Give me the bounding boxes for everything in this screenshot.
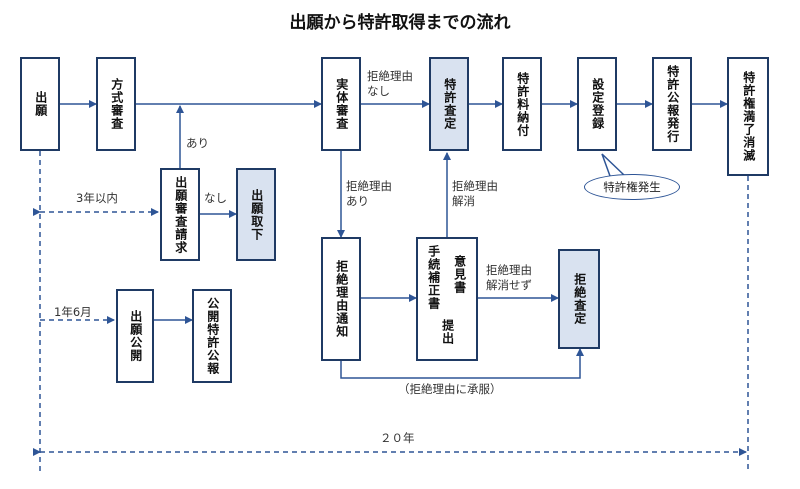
- box-refusal-notice: 拒絶理由通知: [321, 237, 361, 361]
- label-reason-exists-2: あり: [346, 194, 369, 208]
- patent-right-bubble: 特許権発生: [584, 174, 680, 200]
- box-gazette: 特許公報発行: [652, 57, 692, 151]
- label-resolved-2: 解消: [452, 194, 475, 208]
- box-amendment-opinion: 手続補正書 意見書 提出: [416, 237, 478, 361]
- label-appeal-note: （拒絶理由に承服）: [398, 382, 502, 396]
- box-registration: 設定登録: [577, 57, 617, 151]
- box-refusal-decision-label: 拒絶査定: [572, 273, 587, 325]
- label-reason-exists-1: 拒絶理由: [346, 179, 392, 193]
- box-substantive-exam-label: 実体審査: [334, 78, 349, 130]
- box-expiry: 特許権満了消滅: [727, 57, 769, 176]
- label-resolved-1: 拒絶理由: [452, 179, 498, 193]
- label-nashi: なし: [204, 191, 227, 205]
- box-publication: 出願公開: [116, 289, 154, 383]
- box-fee-payment: 特許料納付: [502, 57, 542, 151]
- box-withdrawn-label: 出願取下: [249, 188, 264, 241]
- label-ari: あり: [186, 136, 209, 150]
- box-pub-gazette-label: 公開特許公報: [205, 297, 220, 375]
- box-gazette-label: 特許公報発行: [665, 65, 680, 143]
- label-three-years: 3年以内: [76, 191, 118, 205]
- box-refusal-notice-label: 拒絶理由通知: [334, 260, 349, 338]
- box-application: 出願: [20, 57, 60, 151]
- patent-right-label: 特許権発生: [603, 180, 661, 194]
- label-eighteen-months: 1年6月: [54, 305, 92, 319]
- opinion-label: 意見書: [452, 255, 467, 294]
- bubble-tail: [601, 153, 625, 177]
- box-expiry-label: 特許権満了消滅: [741, 71, 756, 162]
- box-publication-label: 出願公開: [128, 310, 143, 362]
- box-registration-label: 設定登録: [590, 78, 605, 130]
- diagram-title: 出願から特許取得までの流れ: [289, 13, 511, 33]
- box-fee-payment-label: 特許料納付: [515, 71, 530, 137]
- box-substantive-exam: 実体審査: [321, 57, 361, 151]
- arrow-refusal-notice-to-refusal-decision: [340, 348, 584, 379]
- box-grant-decision-label: 特許査定: [442, 78, 457, 130]
- label-twenty-years: ２０年: [380, 431, 415, 445]
- box-application-label: 出願: [33, 91, 48, 117]
- label-unresolved-1: 拒絶理由: [486, 263, 532, 277]
- box-withdrawn: 出願取下: [236, 168, 276, 261]
- box-formality-exam-label: 方式審査: [109, 78, 124, 130]
- box-grant-decision: 特許査定: [429, 57, 469, 151]
- label-no-reason-1: 拒絶理由: [367, 69, 413, 83]
- submit-label: 提出: [440, 319, 455, 345]
- amendment-label: 手続補正書: [426, 245, 441, 310]
- box-refusal-decision: 拒絶査定: [558, 249, 600, 349]
- label-unresolved-2: 解消せず: [486, 278, 532, 292]
- box-pub-gazette: 公開特許公報: [192, 289, 232, 383]
- box-formality-exam: 方式審査: [96, 57, 136, 151]
- box-exam-request: 出願審査請求: [160, 168, 200, 261]
- label-no-reason-2: なし: [367, 84, 390, 98]
- box-exam-request-label: 出願審査請求: [173, 175, 188, 254]
